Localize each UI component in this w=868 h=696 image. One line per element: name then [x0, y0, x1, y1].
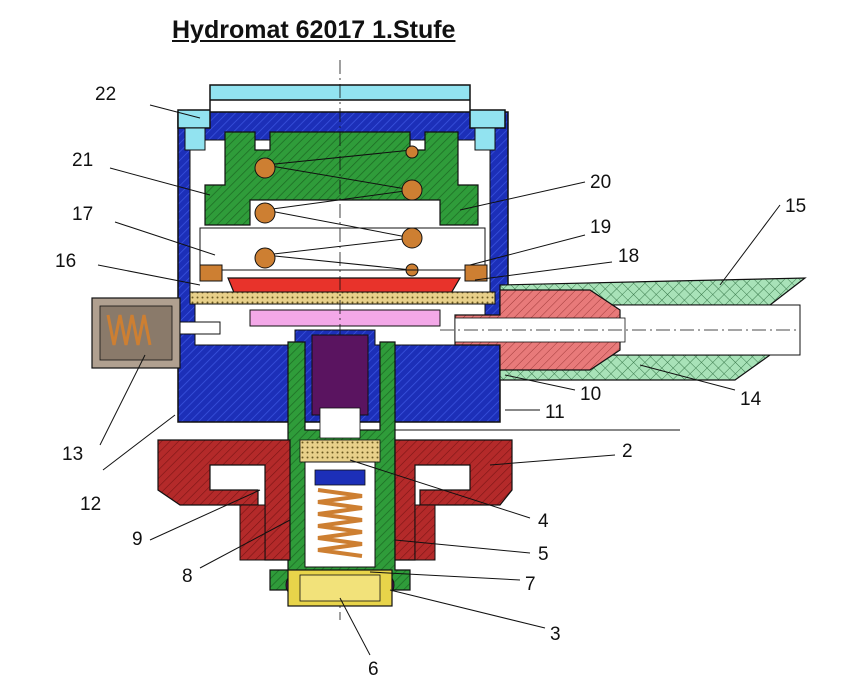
- leader-lines: [97, 104, 781, 656]
- label-21: 21: [72, 150, 93, 171]
- label-18: 18: [618, 246, 639, 267]
- inlet-fitting: [91, 297, 221, 369]
- diagram-title: Hydromat 62017 1.Stufe: [172, 16, 456, 44]
- union-nut: [157, 439, 513, 561]
- label-7: 7: [525, 574, 536, 595]
- spring-coils: [254, 145, 423, 277]
- label-20: 20: [590, 172, 611, 193]
- label-22: 22: [95, 84, 116, 105]
- gasket: [189, 291, 496, 305]
- label-15: 15: [785, 196, 806, 217]
- label-11: 11: [545, 402, 565, 423]
- label-13: 13: [62, 444, 83, 465]
- label-4: 4: [538, 511, 549, 532]
- label-2: 2: [622, 441, 633, 462]
- label-19: 19: [590, 217, 611, 238]
- main-spring: [264, 149, 413, 271]
- label-9: 9: [132, 529, 143, 550]
- part-labels: 22 21 17 16 20 19 18 15 14 10 11 13 12 2…: [55, 84, 806, 680]
- label-3: 3: [550, 624, 561, 645]
- label-16: 16: [55, 251, 76, 272]
- label-8: 8: [182, 566, 193, 587]
- label-12: 12: [80, 494, 101, 515]
- label-5: 5: [538, 544, 549, 565]
- outlet-hose: [440, 277, 807, 381]
- cap: [177, 84, 506, 129]
- label-17: 17: [72, 204, 93, 225]
- valve-body: [269, 334, 411, 591]
- label-14: 14: [740, 389, 762, 410]
- bottom-plug: [285, 569, 395, 607]
- valve-plate: [249, 309, 441, 327]
- label-10: 10: [580, 384, 601, 405]
- label-6: 6: [368, 659, 379, 680]
